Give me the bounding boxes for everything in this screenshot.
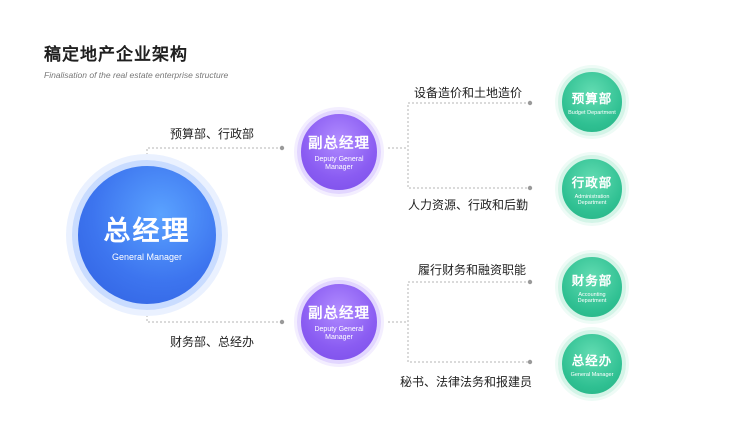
connector-gm-deputy-1 bbox=[146, 147, 282, 163]
department-title: 行政部 bbox=[571, 174, 613, 190]
department-subtitle: Accounting Department bbox=[577, 291, 607, 305]
deputy-title: 副总经理 bbox=[308, 136, 370, 152]
general-manager-subtitle: General Manager bbox=[111, 251, 183, 262]
connector-dot bbox=[527, 185, 533, 191]
administration-duty-label: 人力资源、行政和后勤 bbox=[408, 198, 529, 212]
department-node-general-office: 总经办 General Manager bbox=[558, 330, 626, 398]
department-node-budget: 预算部 Budget Department bbox=[558, 68, 626, 136]
deputy-subtitle: Deputy General Manager bbox=[314, 156, 364, 171]
accounting-duty-label: 履行财务和融资职能 bbox=[418, 263, 527, 277]
connector-dot bbox=[527, 279, 533, 285]
general-manager-title: 总经理 bbox=[103, 215, 191, 247]
department-subtitle: General Manager bbox=[570, 371, 614, 378]
department-subtitle: Administration Department bbox=[574, 193, 610, 207]
deputy-title: 副总经理 bbox=[308, 306, 370, 322]
deputy-2-label: 财务部、总经办 bbox=[170, 335, 255, 349]
general-office-duty-label: 秘书、法律法务和报建员 bbox=[400, 375, 533, 389]
connector-dot bbox=[279, 319, 285, 325]
connector-deputy-1-depts bbox=[407, 102, 530, 189]
page-title: 稿定地产企业架构 bbox=[44, 45, 188, 65]
deputy-subtitle: Deputy General Manager bbox=[314, 326, 364, 341]
connector-dot bbox=[527, 359, 533, 365]
connector-dot bbox=[527, 100, 533, 106]
department-node-administration: 行政部 Administration Department bbox=[558, 155, 626, 223]
connector-dot bbox=[279, 145, 285, 151]
department-title: 预算部 bbox=[571, 90, 613, 106]
connector-deputy-2-depts bbox=[407, 281, 530, 363]
page-subtitle: Finalisation of the real estate enterpri… bbox=[44, 70, 229, 80]
department-title: 总经办 bbox=[571, 352, 613, 368]
department-title: 财务部 bbox=[571, 272, 613, 288]
budget-duty-label: 设备造价和土地造价 bbox=[414, 86, 523, 100]
department-node-accounting: 财务部 Accounting Department bbox=[558, 253, 626, 321]
deputy-manager-node-2: 副总经理 Deputy General Manager bbox=[297, 280, 381, 364]
department-subtitle: Budget Department bbox=[568, 109, 616, 116]
deputy-manager-node-1: 副总经理 Deputy General Manager bbox=[297, 110, 381, 194]
deputy-1-label: 预算部、行政部 bbox=[170, 127, 255, 141]
general-manager-node: 总经理 General Manager bbox=[72, 160, 222, 310]
connector-gm-deputy-2 bbox=[146, 307, 282, 323]
